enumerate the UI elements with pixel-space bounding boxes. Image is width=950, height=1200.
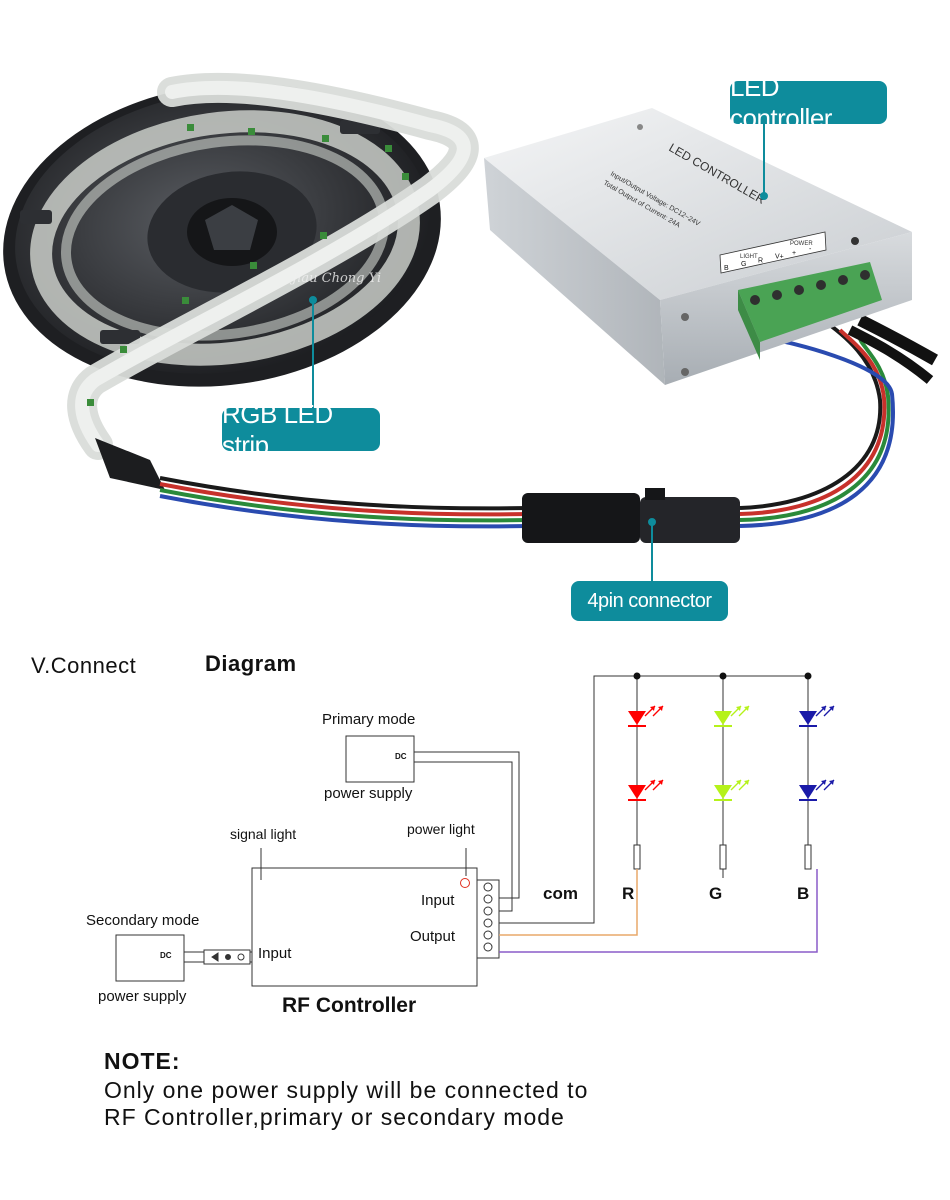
terminal-label-2: R bbox=[758, 257, 763, 264]
note-title: NOTE: bbox=[104, 1048, 181, 1074]
terminal-label-1: G bbox=[741, 261, 746, 268]
secondary-dc-label: DC bbox=[160, 951, 172, 960]
channel-g-label: G bbox=[709, 884, 723, 903]
light-group-label: LIGHT bbox=[740, 254, 758, 260]
input-left-label: Input bbox=[258, 945, 292, 962]
rgb-led-strip-callout: RGB LED strip bbox=[222, 399, 380, 460]
red-led-1 bbox=[628, 705, 664, 727]
red-channel-wire bbox=[499, 869, 638, 936]
input-right-label: Input bbox=[421, 892, 455, 909]
terminal-label-3: V+ bbox=[775, 254, 784, 261]
note-line-1: Only one power supply will be connected … bbox=[104, 1077, 589, 1103]
led-controller-box: LED CONTROLLER Input/Output Voltage: DC1… bbox=[484, 108, 912, 385]
primary-mode-label: Primary mode bbox=[322, 711, 416, 728]
green-led-2 bbox=[714, 779, 750, 801]
channel-r-label: R bbox=[622, 884, 635, 903]
dc-jack-symbol bbox=[203, 949, 251, 965]
primary-power-supply-label: power supply bbox=[324, 785, 413, 802]
callout-pointers bbox=[309, 124, 768, 581]
blue-led-1 bbox=[799, 705, 835, 727]
rf-terminal-block bbox=[476, 879, 500, 959]
blue-channel-wire bbox=[499, 869, 818, 953]
four-pin-connector bbox=[522, 488, 740, 543]
controller-wires bbox=[739, 314, 938, 528]
signal-light-label: signal light bbox=[230, 826, 297, 842]
product-photo: LED CONTROLLER Input/Output Voltage: DC1… bbox=[3, 72, 938, 581]
diagram-title-right: Diagram bbox=[205, 651, 297, 676]
note-line-2: RF Controller,primary or secondary mode bbox=[104, 1104, 565, 1130]
rf-controller-label: RF Controller bbox=[282, 994, 417, 1017]
four-pin-connector-callout: 4pin connector bbox=[571, 581, 728, 621]
watermark: Jiau Chong Yi bbox=[289, 271, 381, 286]
led-controller-callout: LED controller bbox=[730, 72, 887, 133]
rf-controller-box bbox=[251, 867, 478, 987]
primary-power-supply-box bbox=[345, 735, 415, 783]
output-label: Output bbox=[410, 928, 456, 945]
strip-wires bbox=[159, 476, 531, 529]
terminal-label-5: - bbox=[809, 246, 812, 253]
secondary-mode-label: Secondary mode bbox=[86, 912, 200, 929]
rgb-led-strip bbox=[67, 72, 479, 490]
channel-b-label: B bbox=[797, 884, 810, 903]
com-label: com bbox=[543, 884, 578, 903]
terminal-label-0: B bbox=[724, 265, 729, 272]
secondary-power-supply-label: power supply bbox=[98, 988, 187, 1005]
blue-led-2 bbox=[799, 779, 835, 801]
primary-dc-label: DC bbox=[395, 752, 407, 761]
terminal-label-4: + bbox=[792, 250, 796, 257]
green-led-1 bbox=[714, 705, 750, 727]
power-light-label: power light bbox=[407, 821, 475, 837]
power-group-label: POWER bbox=[790, 241, 813, 247]
secondary-power-supply-box bbox=[115, 934, 185, 982]
red-led-2 bbox=[628, 779, 664, 801]
power-light-indicator bbox=[460, 878, 470, 888]
diagram-title-left: V.Connect bbox=[31, 653, 137, 678]
connection-diagram bbox=[115, 672, 835, 987]
